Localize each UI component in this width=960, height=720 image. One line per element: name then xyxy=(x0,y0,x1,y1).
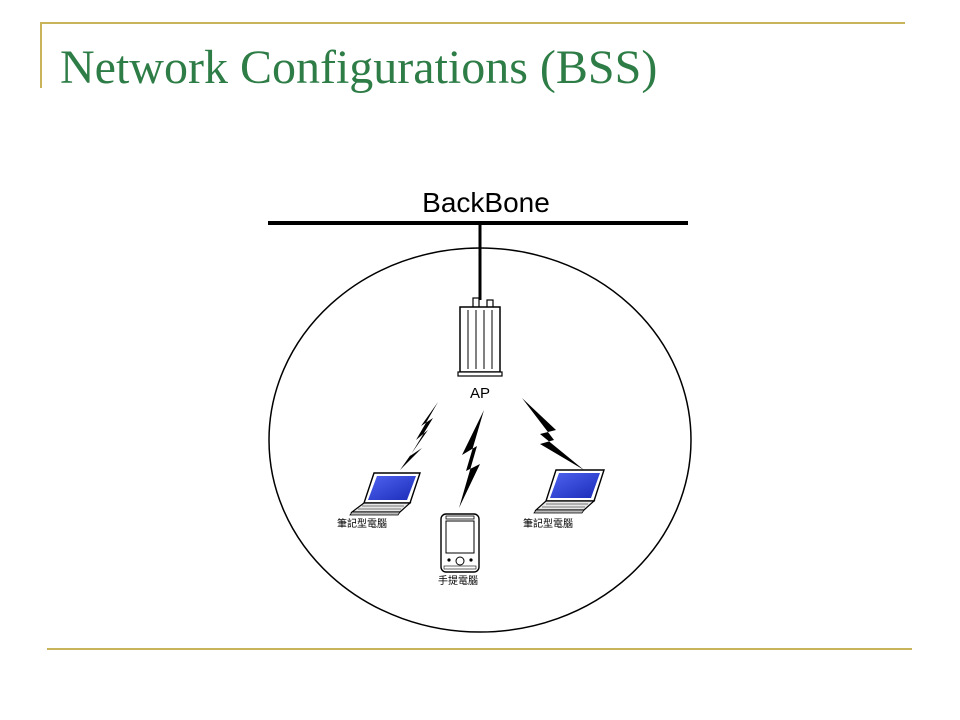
laptop-left-icon xyxy=(349,472,421,516)
frame-top-line xyxy=(40,22,905,24)
wireless-signal-center-icon xyxy=(459,410,484,508)
laptop-left-label: 筆記型電腦 xyxy=(337,517,387,530)
ap-label: AP xyxy=(470,385,490,402)
wireless-signal-left-icon xyxy=(400,402,438,470)
wireless-signal-right-icon xyxy=(522,398,584,470)
slide-title: Network Configurations (BSS) xyxy=(60,41,658,94)
handheld-pda-icon xyxy=(440,513,480,573)
laptop-right-icon xyxy=(533,469,605,514)
backbone-label: BackBone xyxy=(422,187,550,218)
handheld-label: 手提電腦 xyxy=(438,574,478,587)
bss-coverage-circle xyxy=(268,247,692,633)
access-point-icon xyxy=(457,297,503,377)
frame-left-line xyxy=(40,22,42,88)
laptop-right-label: 筆記型電腦 xyxy=(523,517,573,530)
frame-bottom-line xyxy=(47,648,912,650)
